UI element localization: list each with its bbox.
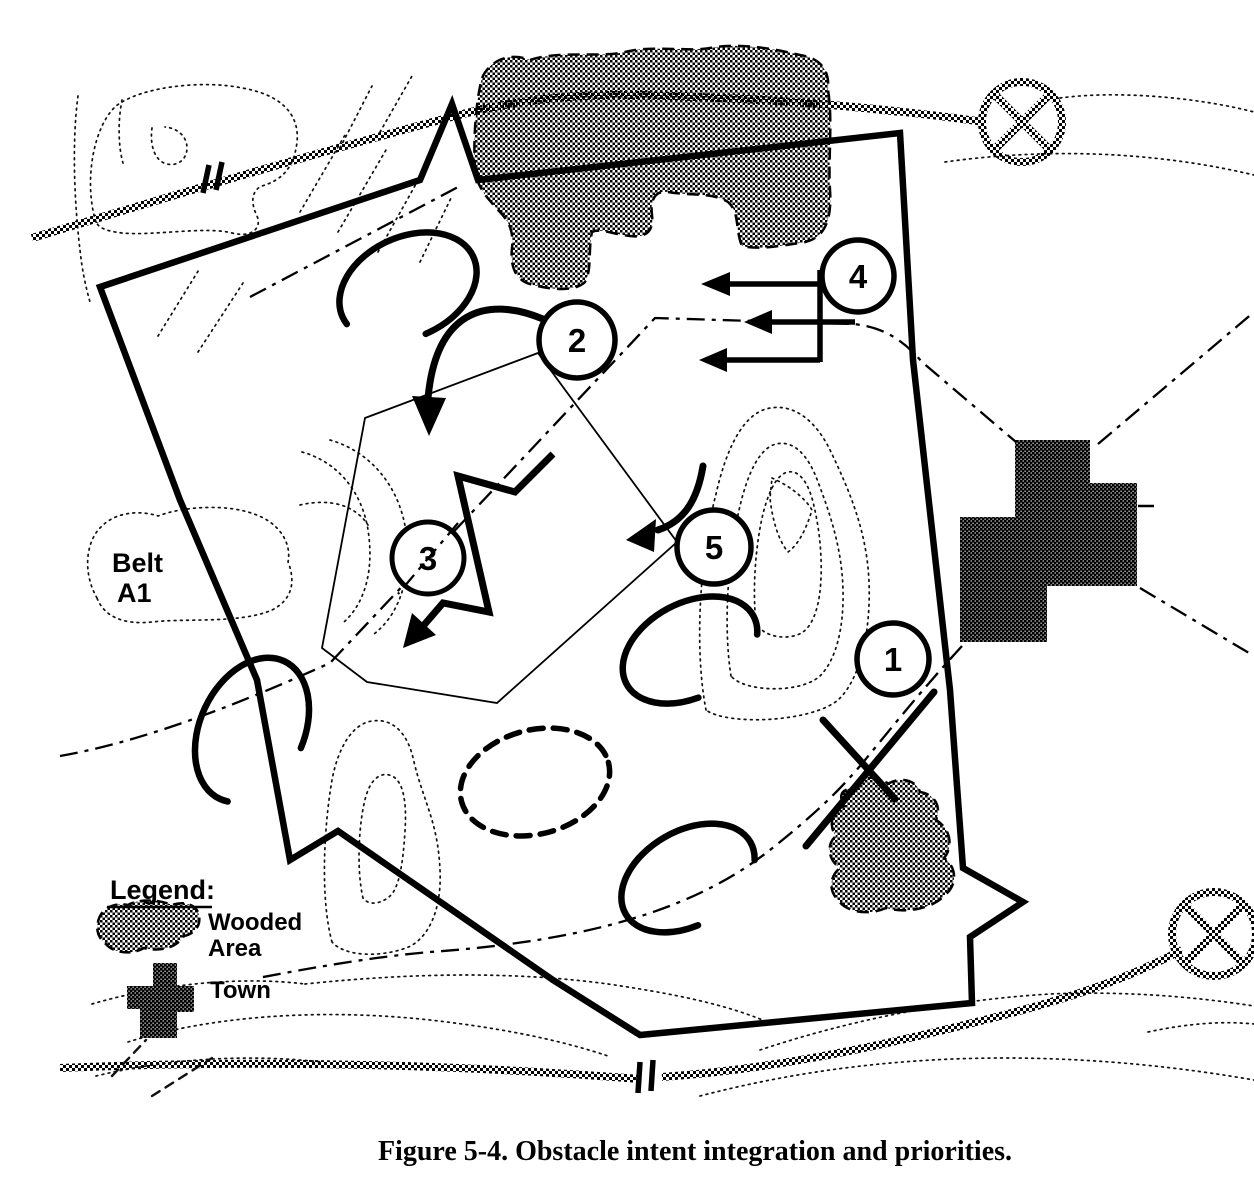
belt-label: Belt A1 xyxy=(112,548,163,608)
towns xyxy=(960,440,1154,642)
legend: Legend: Wooded Area Town xyxy=(96,875,302,1038)
legend-town-label: Town xyxy=(210,977,271,1004)
priority-circle-2 xyxy=(536,299,618,381)
gap-marker-top-road xyxy=(200,161,225,194)
crossed-circle-symbols xyxy=(978,78,1254,980)
contour-left-edge xyxy=(73,95,91,303)
road-top-through-woods xyxy=(453,90,901,120)
hachure xyxy=(419,195,453,263)
arrowhead xyxy=(701,272,730,296)
roads-dashdot xyxy=(59,184,1254,980)
hachure xyxy=(339,85,373,149)
contour-dash xyxy=(110,1038,148,1078)
block-obstacle-symbol xyxy=(802,688,938,850)
obstacle-oval xyxy=(618,820,758,936)
hachure xyxy=(197,282,244,353)
belt-label-line2: A1 xyxy=(117,578,152,608)
obstacle-group-ovals xyxy=(191,229,761,936)
arrowhead xyxy=(412,396,446,436)
legend-wooded-label-1: Wooded xyxy=(208,909,302,936)
contour-dash xyxy=(150,1056,214,1098)
contour-top-right xyxy=(944,152,1254,176)
contour-hill-right-inner xyxy=(753,471,823,638)
fix-arrow-3 xyxy=(403,451,556,648)
contour-blob-top-left xyxy=(89,83,299,236)
block-line xyxy=(819,716,899,803)
contour-blob-bottom-center-outer xyxy=(323,719,441,956)
priority-number-4: 4 xyxy=(849,258,868,295)
wooded-area-top xyxy=(473,44,832,291)
contour-bottom-left xyxy=(91,980,306,1005)
wooded-area-southeast xyxy=(828,776,956,914)
priority-circle-1 xyxy=(854,620,932,698)
obstacle-belt-boundary xyxy=(95,94,1030,1039)
road-bottom-east xyxy=(661,946,1184,1081)
legend-wooded-label-2: Area xyxy=(208,935,262,962)
contour-bottom-left xyxy=(127,1013,609,1057)
inner-area-outline xyxy=(321,351,679,704)
road-bottom-west xyxy=(59,1059,641,1083)
obstacle-oval xyxy=(336,229,480,345)
contour-inner-top-left-2 xyxy=(150,126,188,166)
turn-arrow-5 xyxy=(626,462,707,552)
priority-number-3: 3 xyxy=(419,540,437,577)
wooded-areas xyxy=(473,44,956,914)
legend-town-swatch xyxy=(127,963,194,1038)
contour-bottom-left xyxy=(95,1057,323,1077)
crossed-circle-top-right xyxy=(978,78,1066,166)
figure-caption: Figure 5-4. Obstacle intent integration … xyxy=(378,1136,1012,1167)
contour-blob-belt-label xyxy=(86,506,293,624)
route-town-southwest xyxy=(257,645,963,980)
contour-arc xyxy=(299,501,369,526)
turn-arrow-2 xyxy=(412,305,547,436)
arrowhead xyxy=(626,519,656,552)
arrowhead xyxy=(699,348,727,372)
obstacle-oval xyxy=(619,593,761,707)
hachure xyxy=(157,267,201,337)
route-town-southeast xyxy=(1139,587,1254,657)
road-gap-markers xyxy=(200,161,656,1094)
obstacle-oval-planned xyxy=(457,725,613,839)
contour-dashes xyxy=(110,1038,214,1098)
priority-number-5: 5 xyxy=(705,529,723,566)
priority-circle-5 xyxy=(674,507,754,587)
contour-hill-right-core xyxy=(769,476,813,554)
contour-top-right xyxy=(1059,93,1254,113)
route-west-to-town xyxy=(59,316,1017,758)
belt-label-line1: Belt xyxy=(112,548,163,578)
contour-bottom-right xyxy=(699,1057,1254,1097)
contour-bottom-left xyxy=(304,974,773,1025)
contour-inner-top-left xyxy=(118,99,124,164)
contour-blob-bottom-center-inner xyxy=(358,773,407,904)
route-through-circle-3 xyxy=(397,522,459,595)
arrowhead xyxy=(744,310,772,334)
legend-wooded-swatch xyxy=(96,899,201,954)
disrupt-symbol-4 xyxy=(699,270,855,372)
block-line xyxy=(802,688,938,850)
intent-arrows xyxy=(403,270,855,648)
arrowhead xyxy=(403,613,436,648)
legend-title: Legend: xyxy=(110,875,215,905)
priority-number-1: 1 xyxy=(884,641,902,678)
hachure xyxy=(379,75,413,133)
contour-bottom-right xyxy=(759,992,1254,1051)
obstacle-oval xyxy=(191,654,313,806)
town-polygon xyxy=(960,440,1137,642)
priority-number-2: 2 xyxy=(568,322,586,359)
priority-markers: 1 2 3 4 5 xyxy=(389,237,932,698)
route-town-northeast xyxy=(1097,311,1254,445)
crossed-circle-bottom-right xyxy=(1168,888,1254,980)
contour-bottom-right xyxy=(1147,1021,1254,1033)
priority-circle-4 xyxy=(819,237,897,315)
contour-arc xyxy=(301,451,371,623)
gap-marker-bottom-road xyxy=(635,1059,656,1094)
route-spur-northwest xyxy=(249,184,461,299)
